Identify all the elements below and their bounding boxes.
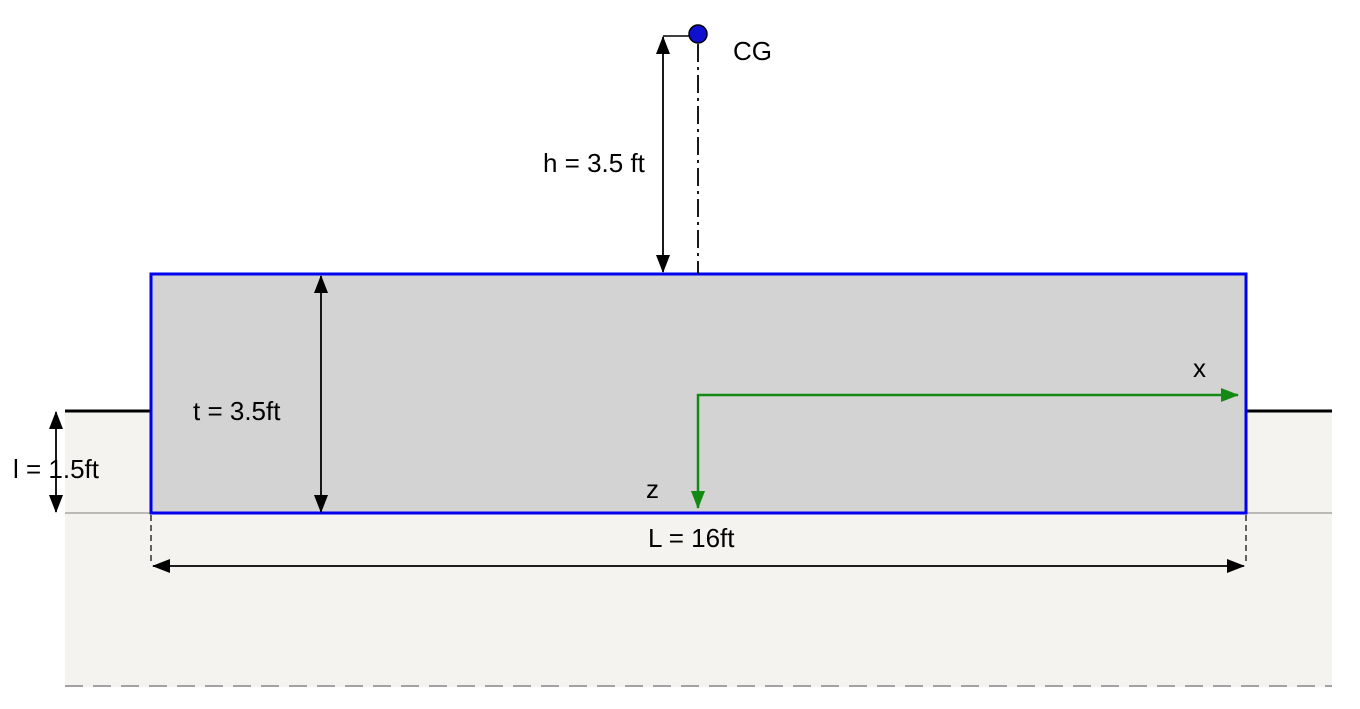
x-axis-label: x xyxy=(1193,353,1206,383)
cg-point xyxy=(688,24,708,44)
h-dimension-label: h = 3.5 ft xyxy=(543,148,646,178)
t-dimension-label: t = 3.5ft xyxy=(193,396,281,426)
z-axis-label: z xyxy=(646,474,659,504)
L-dimension-label: L = 16ft xyxy=(648,523,735,553)
cg-label: CG xyxy=(733,36,772,66)
l-dimension-label: l = 1.5ft xyxy=(13,454,100,484)
